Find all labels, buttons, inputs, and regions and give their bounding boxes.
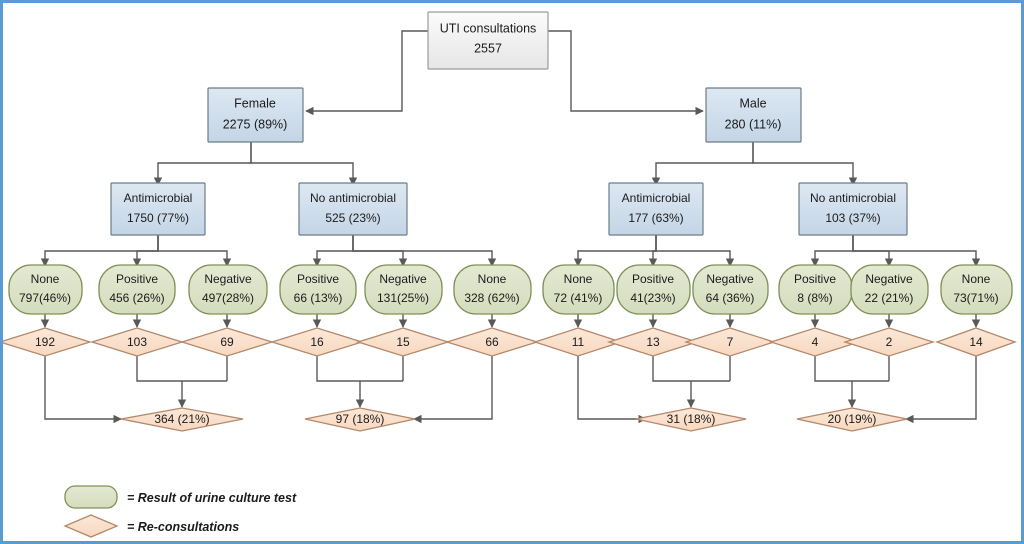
node-total-3-value: 20 (19%) bbox=[828, 412, 877, 426]
node-reconsult-2-value: 69 bbox=[220, 335, 234, 349]
node-reconsult-11[interactable]: 14 bbox=[935, 327, 1017, 357]
node-culture-7-value: 41(23%) bbox=[630, 291, 675, 305]
node-culture-10[interactable]: Negative 22 (21%) bbox=[850, 264, 929, 315]
node-reconsult-9-value: 4 bbox=[812, 335, 819, 349]
node-culture-3-label: Positive bbox=[297, 272, 339, 286]
node-total-0-value: 364 (21%) bbox=[154, 412, 209, 426]
node-treatment-2-value: 177 (63%) bbox=[628, 211, 683, 225]
node-culture-2-value: 497(28%) bbox=[202, 291, 254, 305]
node-culture-8[interactable]: Negative 64 (36%) bbox=[692, 264, 769, 315]
node-reconsult-8-value: 7 bbox=[727, 335, 734, 349]
node-reconsult-6-value: 11 bbox=[572, 335, 585, 349]
node-male-label: Male bbox=[739, 96, 766, 110]
node-reconsult-0[interactable]: 192 bbox=[3, 327, 93, 357]
node-culture-4[interactable]: Negative 131(25%) bbox=[364, 264, 443, 315]
node-reconsult-1[interactable]: 103 bbox=[89, 327, 185, 357]
node-reconsult-2[interactable]: 69 bbox=[179, 327, 275, 357]
node-male[interactable]: Male 280 (11%) bbox=[705, 87, 802, 143]
legend-swatch-rounded-rect bbox=[64, 485, 118, 509]
node-reconsult-10-value: 2 bbox=[886, 335, 893, 349]
node-uti-value: 2557 bbox=[474, 41, 502, 55]
node-treatment-male-no-antimicrobial[interactable]: No antimicrobial 103 (37%) bbox=[798, 182, 908, 236]
node-reconsult-1-value: 103 bbox=[127, 335, 147, 349]
node-culture-3-value: 66 (13%) bbox=[294, 291, 343, 305]
node-culture-5[interactable]: None 328 (62%) bbox=[453, 264, 532, 315]
node-total-3[interactable]: 20 (19%) bbox=[796, 407, 908, 432]
node-culture-0-label: None bbox=[31, 272, 60, 286]
legend: = Result of urine culture test = Re-cons… bbox=[63, 485, 297, 538]
node-total-2-value: 31 (18%) bbox=[667, 412, 716, 426]
legend-item-reconsult: = Re-consultations bbox=[63, 514, 239, 538]
node-culture-1[interactable]: Positive 456 (26%) bbox=[98, 264, 176, 315]
node-culture-2[interactable]: Negative 497(28%) bbox=[188, 264, 268, 315]
node-reconsult-3[interactable]: 16 bbox=[269, 327, 365, 357]
node-reconsult-3-value: 16 bbox=[310, 335, 324, 349]
node-culture-0[interactable]: None 797(46%) bbox=[8, 264, 83, 315]
node-reconsult-0-value: 192 bbox=[35, 335, 55, 349]
node-culture-1-label: Positive bbox=[116, 272, 158, 286]
node-treatment-3-value: 103 (37%) bbox=[825, 211, 880, 225]
flowchart-svg: UTI consultations 2557 Female 2275 (89%)… bbox=[3, 11, 1017, 538]
node-female-label: Female bbox=[234, 96, 276, 110]
node-total-0[interactable]: 364 (21%) bbox=[120, 407, 244, 432]
node-culture-4-value: 131(25%) bbox=[377, 291, 429, 305]
node-treatment-female-no-antimicrobial[interactable]: No antimicrobial 525 (23%) bbox=[298, 182, 408, 236]
node-total-1[interactable]: 97 (18%) bbox=[304, 407, 416, 432]
node-reconsult-9[interactable]: 4 bbox=[768, 327, 862, 357]
node-culture-10-label: Negative bbox=[865, 272, 913, 286]
node-female[interactable]: Female 2275 (89%) bbox=[207, 87, 304, 143]
node-reconsult-7-value: 13 bbox=[646, 335, 660, 349]
node-male-value: 280 (11%) bbox=[725, 117, 782, 131]
node-treatment-3-label: No antimicrobial bbox=[810, 191, 896, 205]
node-culture-6-label: None bbox=[564, 272, 593, 286]
node-culture-5-value: 328 (62%) bbox=[464, 291, 519, 305]
node-culture-6[interactable]: None 72 (41%) bbox=[542, 264, 615, 315]
node-female-value: 2275 (89%) bbox=[223, 117, 288, 131]
node-culture-1-value: 456 (26%) bbox=[109, 291, 164, 305]
node-uti-consultations[interactable]: UTI consultations 2557 bbox=[427, 11, 549, 70]
node-total-1-value: 97 (18%) bbox=[336, 412, 385, 426]
node-reconsult-8[interactable]: 7 bbox=[683, 327, 777, 357]
node-total-2[interactable]: 31 (18%) bbox=[635, 407, 747, 432]
node-culture-9[interactable]: Positive 8 (8%) bbox=[778, 264, 853, 315]
node-culture-2-label: Negative bbox=[204, 272, 252, 286]
node-treatment-2-label: Antimicrobial bbox=[622, 191, 691, 205]
node-reconsult-5-value: 66 bbox=[485, 335, 499, 349]
node-treatment-0-value: 1750 (77%) bbox=[127, 211, 189, 225]
node-treatment-1-value: 525 (23%) bbox=[325, 211, 380, 225]
node-treatment-male-antimicrobial[interactable]: Antimicrobial 177 (63%) bbox=[608, 182, 704, 236]
node-culture-8-label: Negative bbox=[706, 272, 754, 286]
node-culture-6-value: 72 (41%) bbox=[554, 291, 603, 305]
node-culture-5-label: None bbox=[478, 272, 507, 286]
node-reconsult-11-value: 14 bbox=[969, 335, 983, 349]
node-culture-8-value: 64 (36%) bbox=[706, 291, 755, 305]
node-reconsult-5[interactable]: 66 bbox=[444, 327, 540, 357]
node-culture-11[interactable]: None 73(71%) bbox=[940, 264, 1013, 315]
legend-item-culture: = Result of urine culture test bbox=[64, 485, 297, 509]
node-reconsult-4-value: 15 bbox=[396, 335, 410, 349]
connector-layer bbox=[40, 30, 981, 424]
node-culture-4-label: Negative bbox=[379, 272, 427, 286]
node-culture-7-label: Positive bbox=[632, 272, 674, 286]
legend-label-culture: = Result of urine culture test bbox=[127, 491, 297, 505]
node-culture-11-value: 73(71%) bbox=[953, 291, 998, 305]
node-culture-10-value: 22 (21%) bbox=[865, 291, 914, 305]
node-uti-label: UTI consultations bbox=[440, 21, 537, 35]
node-reconsult-7[interactable]: 13 bbox=[606, 327, 700, 357]
node-treatment-1-label: No antimicrobial bbox=[310, 191, 396, 205]
node-culture-7[interactable]: Positive 41(23%) bbox=[616, 264, 691, 315]
node-reconsult-10[interactable]: 2 bbox=[842, 327, 936, 357]
node-culture-3[interactable]: Positive 66 (13%) bbox=[279, 264, 357, 315]
node-culture-0-value: 797(46%) bbox=[19, 291, 71, 305]
node-reconsult-6[interactable]: 11 bbox=[532, 327, 624, 357]
legend-swatch-diamond bbox=[63, 514, 119, 538]
node-culture-9-value: 8 (8%) bbox=[797, 291, 832, 305]
node-treatment-0-label: Antimicrobial bbox=[124, 191, 193, 205]
node-treatment-female-antimicrobial[interactable]: Antimicrobial 1750 (77%) bbox=[110, 182, 206, 236]
node-culture-9-label: Positive bbox=[794, 272, 836, 286]
node-reconsult-4[interactable]: 15 bbox=[355, 327, 451, 357]
node-culture-11-label: None bbox=[962, 272, 991, 286]
legend-label-reconsult: = Re-consultations bbox=[127, 520, 239, 534]
